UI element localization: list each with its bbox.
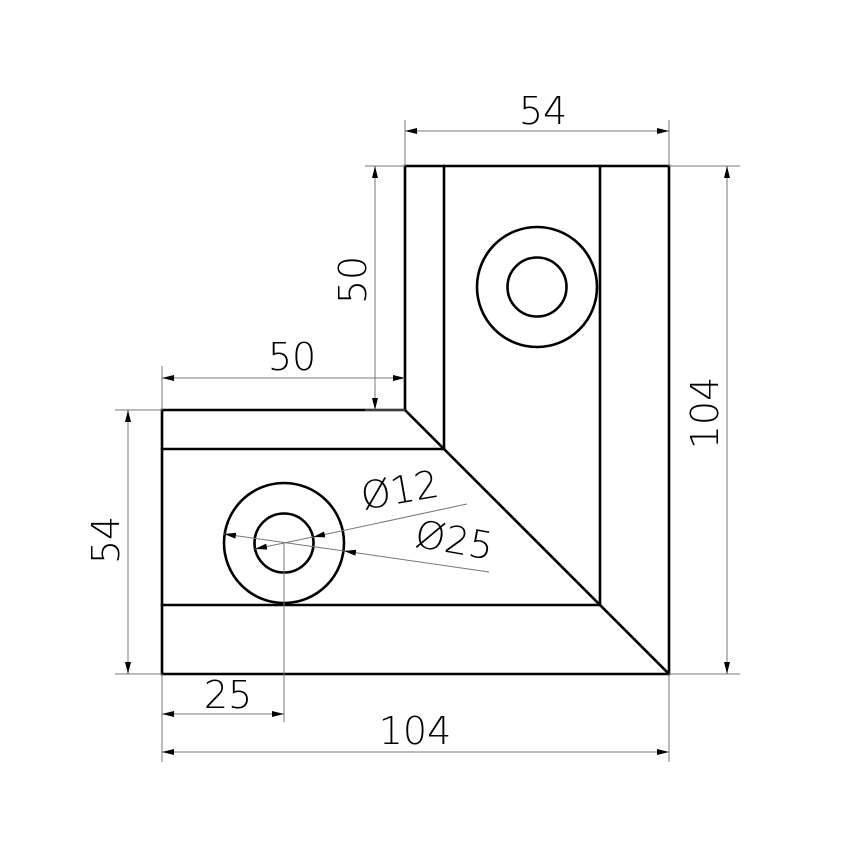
dim-right-height: 104 [683,377,727,450]
dim-outer-diameter: Ø25 [412,512,497,569]
dimension-lines [125,128,730,755]
dim-top-width: 54 [519,89,567,133]
dim-lower-arm-length: 50 [268,335,316,379]
dim-upper-arm-height: 50 [331,256,375,304]
upper-hole [475,225,599,349]
dim-bottom-width: 104 [379,709,452,753]
part-outline [160,164,671,676]
dim-inner-diameter: Ø12 [357,462,442,519]
dim-left-height: 54 [84,516,128,564]
dim-hole-offset: 25 [204,673,252,717]
extension-lines [115,120,740,762]
